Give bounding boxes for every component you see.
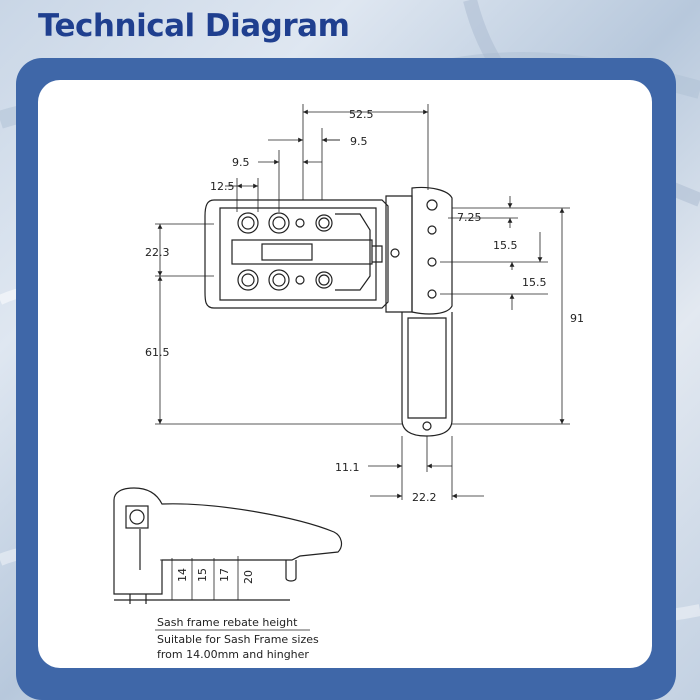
- technical-drawing: 52.5 9.5 9.5 12.5 7.25 22.3 15.5 15.5 91…: [113, 104, 584, 661]
- dim-12-5: 12.5: [210, 180, 235, 193]
- dim-52-5: 52.5: [349, 108, 374, 121]
- dim-9-5-top: 9.5: [350, 135, 368, 148]
- note-line-1: Sash frame rebate height: [157, 616, 298, 629]
- dim-14: 14: [176, 568, 189, 582]
- dim-15-5-a: 15.5: [493, 239, 518, 252]
- hinge-side-view: [113, 487, 343, 604]
- dim-22-2: 22.2: [412, 491, 437, 504]
- dim-9-5-left: 9.5: [232, 156, 250, 169]
- dimension-lines: [155, 104, 570, 500]
- dim-20: 20: [242, 570, 255, 584]
- diagram-panel: 52.5 9.5 9.5 12.5 7.25 22.3 15.5 15.5 91…: [38, 80, 652, 668]
- dim-22-3: 22.3: [145, 246, 170, 259]
- note-line-3: from 14.00mm and hingher: [157, 648, 309, 661]
- page-title: Technical Diagram: [38, 8, 350, 44]
- dim-15-5-b: 15.5: [522, 276, 547, 289]
- dim-17: 17: [218, 568, 231, 582]
- dim-11-1: 11.1: [335, 461, 360, 474]
- dim-7-25: 7.25: [457, 211, 482, 224]
- dim-15: 15: [196, 568, 209, 582]
- dim-61-5: 61.5: [145, 346, 170, 359]
- hinge-front-view: [204, 186, 453, 437]
- note-line-2: Suitable for Sash Frame sizes: [157, 633, 319, 646]
- dim-91: 91: [570, 312, 584, 325]
